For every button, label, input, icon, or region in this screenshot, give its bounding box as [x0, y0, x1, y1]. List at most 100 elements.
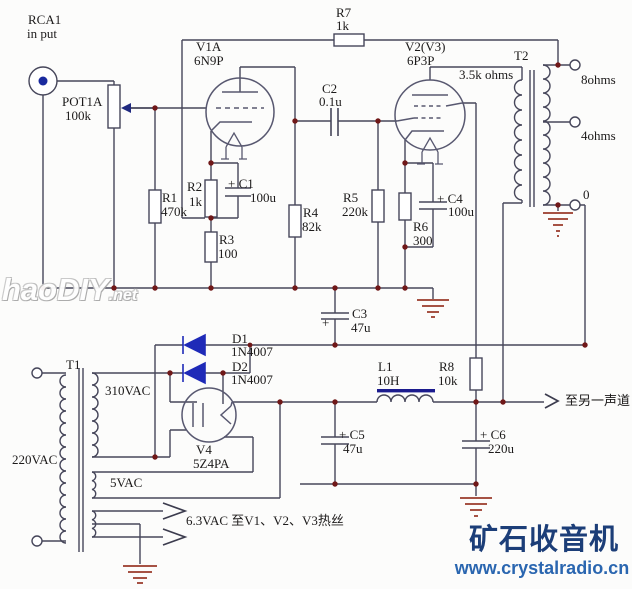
transformer-coils: [59, 64, 551, 552]
t1-core: [78, 368, 84, 552]
t2-secondary-coil: [542, 64, 551, 206]
label-5vac: 5VAC: [110, 475, 143, 490]
ground-t2: [543, 212, 573, 237]
site-logo-text: 矿石收音机: [468, 524, 619, 556]
capacitor-c6: [462, 440, 490, 449]
label-r2: R2: [187, 179, 203, 194]
label-input: in put: [27, 26, 57, 41]
ground-c6: [460, 497, 492, 517]
label-v4: V4: [196, 442, 212, 457]
label-c4-value: 100u: [448, 204, 474, 219]
label-tap-4ohm: 4ohms: [581, 128, 616, 143]
label-c1: + C1: [228, 176, 254, 191]
capacitors: [225, 108, 490, 449]
label-r8: R8: [439, 359, 455, 374]
label-l1: L1: [378, 359, 393, 374]
label-v2: V2(V3): [405, 39, 446, 54]
label-r3: R3: [219, 232, 235, 247]
label-r6: R6: [413, 219, 429, 234]
t1-primary-coil: [59, 374, 67, 544]
label-r3-value: 100: [218, 246, 238, 261]
terminal-4ohm: [569, 116, 581, 128]
label-r4: R4: [303, 205, 319, 220]
terminal-mains-bottom: [31, 535, 43, 547]
diode-d2: [183, 361, 206, 385]
resistor-r6: [398, 192, 412, 221]
site-url: www.crystalradio.cn: [454, 558, 630, 578]
resistors: [107, 33, 483, 391]
label-c5-value: 47u: [343, 441, 363, 456]
heater-arrow-1: [162, 502, 188, 520]
label-t2: T2: [514, 48, 529, 63]
watermark: haoDIY.net: [2, 272, 137, 308]
tube-v1a: [205, 77, 275, 160]
t2-primary-coil: [513, 79, 523, 201]
t1-heater-winding: [91, 510, 97, 538]
tube-v2: [394, 79, 466, 165]
output-arrow: [544, 393, 560, 409]
pot-wiper-arrow: [121, 103, 131, 113]
label-c5: + C5: [339, 427, 365, 442]
label-t1: T1: [66, 357, 81, 372]
label-l1-value: 10H: [377, 373, 400, 388]
label-r8-value: 10k: [438, 373, 458, 388]
label-r7: R7: [336, 5, 352, 20]
resistor-r5: [371, 189, 385, 223]
label-220vac: 220VAC: [12, 452, 58, 467]
label-r5: R5: [343, 190, 359, 205]
ground-signal: [417, 299, 449, 318]
resistor-r2: [204, 179, 218, 218]
resistor-r7: [333, 33, 365, 47]
resistor-r8: [469, 357, 483, 391]
capacitor-c3: [321, 312, 349, 320]
label-r1-value: 470k: [161, 204, 187, 219]
label-r6-value: 300: [413, 233, 433, 248]
label-tap-0: 0: [583, 187, 590, 202]
label-tap-8ohm: 8ohms: [581, 72, 616, 87]
label-r5-value: 220k: [342, 204, 368, 219]
ground-heater: [123, 565, 157, 584]
label-d2-value: 1N4007: [231, 372, 273, 387]
label-c3-value: 47u: [351, 320, 371, 335]
label-d2: D2: [232, 359, 248, 374]
capacitor-c5: [321, 436, 349, 445]
t2-core: [529, 70, 535, 207]
junction-dots: [40, 62, 588, 487]
label-r7-value: 1k: [336, 18, 349, 33]
label-pot1a: POT1A: [62, 94, 103, 109]
label-r4-value: 82k: [302, 219, 322, 234]
watermark-main: haoDIY: [2, 272, 109, 307]
heater-arrow-2: [162, 528, 188, 546]
capacitor-c2: [330, 108, 339, 136]
potentiometer-pot1a: [107, 84, 121, 129]
label-v1a: V1A: [196, 39, 222, 54]
label-heater-note: 6.3VAC 至V1、V2、V3热丝: [186, 513, 344, 528]
label-310vac: 310VAC: [105, 383, 151, 398]
t1-5v-winding: [91, 471, 97, 499]
arrows: [162, 393, 560, 546]
label-c2: C2: [322, 81, 338, 96]
label-d1: D1: [232, 331, 248, 346]
label-c3-polarity: +: [322, 315, 330, 330]
label-c6: + C6: [480, 427, 506, 442]
label-v4-type: 5Z4PA: [193, 456, 230, 471]
watermark-suffix: .net: [108, 287, 138, 304]
ground-symbols: [123, 212, 573, 584]
rca-center-pin: [38, 76, 48, 86]
label-d1-value: 1N4007: [231, 344, 273, 359]
label-c1-value: 100u: [250, 190, 276, 205]
label-rca1: RCA1: [28, 12, 62, 27]
capacitor-c4: [419, 201, 447, 210]
label-v2-type: 6P3P: [407, 53, 435, 68]
terminal-0ohm: [569, 199, 581, 211]
choke-coil: [376, 394, 434, 403]
terminal-8ohm: [569, 59, 581, 71]
t1-hv-winding: [91, 372, 99, 458]
label-v1a-type: 6N9P: [194, 53, 224, 68]
label-c2-value: 0.1u: [319, 94, 342, 109]
terminal-mains-top: [31, 367, 43, 379]
tube-v4: [181, 387, 237, 443]
diode-d1: [183, 333, 206, 357]
wire-network: [42, 39, 586, 564]
